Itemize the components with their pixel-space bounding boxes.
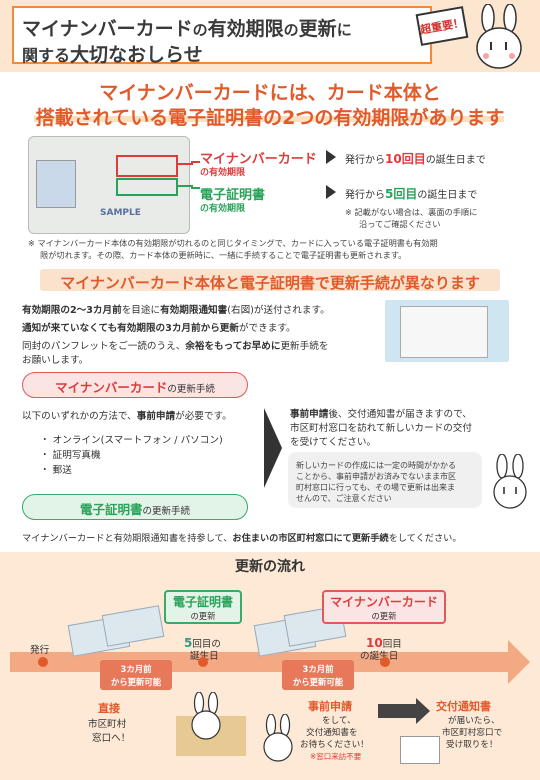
cert-note-line2: 沿ってご確認ください	[359, 219, 441, 229]
cert-birthday-label: 5回目の	[184, 636, 221, 650]
apply-title: 事前申請	[308, 700, 352, 713]
method-mail: ・ 郵送	[40, 465, 72, 476]
direct-title: 直接	[98, 702, 120, 715]
arrow-right-icon	[326, 150, 336, 164]
apply-line3: お待ちください！	[300, 740, 369, 750]
card-right-line2: 市区町村窓口を訪れて新しいカードの交付	[290, 423, 472, 434]
cert-note-line1: ※ 記載がない場合は、裏面の手順に	[345, 207, 478, 217]
note-line1: ※ マイナンバーカード本体の有効期限が切れるのと同じタイミングで、カードに入って…	[28, 238, 438, 248]
expiry-notice-paper	[400, 306, 488, 358]
card-procedure-heading	[22, 372, 248, 398]
notice-line1: が届いたら、	[448, 716, 500, 726]
header-box	[12, 6, 432, 64]
cert-window-label: 3カ月前	[120, 664, 152, 674]
card-renewal-tab	[322, 590, 446, 624]
connector-lines	[178, 161, 200, 189]
card-expiry-highlight	[116, 155, 178, 177]
section1-title-line1: マイナンバーカードには、カード本体と	[99, 82, 441, 104]
timeline-dot-cert	[198, 657, 208, 667]
arrow-right-icon	[326, 185, 336, 199]
cert-expiry-label: 電子証明書	[200, 188, 266, 203]
notice-title: 交付通知書	[436, 700, 491, 713]
flow-issue-label: 発行	[30, 645, 50, 656]
cert-renewal-title: 電子証明書 の更新	[172, 595, 233, 621]
rabbit-mascot-icon	[191, 692, 221, 740]
timeline-dot-issue	[38, 657, 48, 667]
section2-line4: お願いします。	[22, 355, 89, 366]
card-birthday-label: 10回目	[366, 636, 402, 650]
card-right-line3: を受けてください。	[290, 437, 377, 448]
section2-title: マイナンバーカード本体と電子証明書で更新手続が異なります	[60, 274, 480, 292]
notice-line3: 受け取りを！	[446, 740, 498, 750]
card-sample-text: SAMPLE	[100, 208, 141, 218]
timeline-dot-card	[380, 657, 390, 667]
bubble-line3: 町村窓口に行っても、その場で更新は出来ま	[296, 483, 455, 492]
section2-line1: 有効期限の2～3カ月前を目途に有効期限通知書(右図)が送付されます。	[22, 305, 330, 316]
section2-line2: 通知が来ていなくても有効期限の3カ月前から更新ができます。	[22, 323, 296, 334]
title-underline	[34, 116, 504, 122]
direct-line1: 市区町村	[88, 719, 127, 730]
section2-line3: 同封のパンフレットをご一読のうえ、余裕をもってお早めに更新手続を	[22, 341, 329, 352]
direct-line2: 窓口へ！	[92, 733, 131, 744]
cert-procedure-heading	[22, 494, 248, 520]
card-window-label: 3カ月前	[302, 664, 334, 674]
rabbit-mascot-icon	[476, 4, 522, 69]
bubble-line1: 新しいカードの作成には一定の時間がかかる	[296, 461, 456, 470]
cert-procedure-line: マイナンバーカードと有効期限通知書を持参して、お住まいの市区町村窓口にて更新手続…	[22, 533, 462, 544]
rabbit-mascot-icon	[263, 714, 293, 762]
apply-line1: をして、	[322, 716, 356, 726]
section1-title-line2: 搭載されている電子証明書の2つの有効期限があります	[35, 107, 505, 129]
bubble-line2: ことから、事前申請がお済みでないまま市区	[296, 472, 456, 481]
card-procedure-label: マイナンバーカードの更新手続	[55, 380, 215, 395]
card-right-line1: 事前申請後、交付通知書が届きますので、	[290, 409, 472, 420]
card-renewal-title: マイナンバーカード の更新	[330, 595, 438, 621]
notice-illustration	[400, 736, 440, 764]
section2-title-bg	[40, 269, 500, 291]
method-photo-booth: ・ 証明写真機	[40, 450, 101, 461]
caution-bubble	[288, 452, 482, 508]
cert-expiry-sub: の有効期限	[200, 204, 246, 214]
card-procedure-intro: 以下のいずれかの方法で、事前申請が必要です。	[22, 411, 232, 422]
chevron-right-icon	[264, 408, 282, 488]
card-photo	[36, 160, 76, 208]
bubble-line4: せんので、ご注意ください	[296, 494, 392, 503]
note-line2: 限が切れます。その際、カード本体の更新時に、一緒に手続することで電子証明書も更新…	[40, 250, 407, 260]
flow-title: 更新の流れ	[235, 559, 305, 575]
cert-window-sub: から更新可能	[110, 677, 162, 687]
header-title-line2: 関する大切なおしらせ	[22, 44, 203, 66]
cert-renewal-tab	[164, 590, 242, 624]
header-title-line1: マイナンバーカードの有効期限の更新に	[22, 18, 352, 40]
mynumber-expiry-label: マイナンバーカード	[200, 152, 317, 167]
mynumber-expiry-sub: の有効期限	[200, 168, 246, 178]
card-birthday-text: の誕生日	[360, 651, 399, 662]
card-window-sub: から更新可能	[292, 677, 344, 687]
cert-birthday-text: 誕生日	[190, 648, 219, 662]
method-online: ・ オンライン(スマートフォン / パソコン)	[40, 435, 223, 446]
notice-line2: 市区町村窓口で	[442, 728, 503, 738]
apply-note: ※窓口来訪不要	[310, 752, 362, 761]
timeline-arrow-head	[508, 640, 530, 684]
cert-procedure-label: 電子証明書の更新手続	[79, 502, 191, 517]
apply-line2: 交付通知書を	[306, 728, 358, 738]
arrow-right-icon-head	[416, 698, 430, 724]
mynumber-expiry-desc: 発行から10回目の誕生日まで	[345, 152, 486, 166]
arrow-right-icon	[378, 704, 418, 718]
rabbit-mascot-icon	[493, 454, 527, 509]
cert-window-box	[100, 660, 172, 690]
cert-expiry-highlight	[116, 178, 178, 196]
cert-expiry-desc: 発行から5回目の誕生日まで	[345, 187, 478, 201]
card-window-box	[282, 660, 354, 690]
